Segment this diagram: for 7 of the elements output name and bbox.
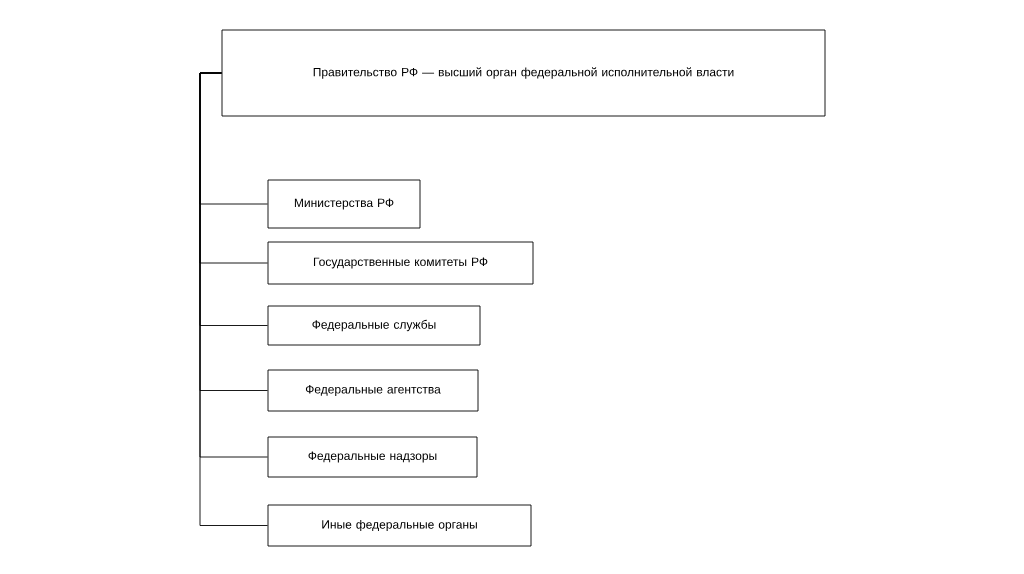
title-box: Правительство РФ — высший орган федеральной исполнительной власти <box>221 29 826 117</box>
category-box: Федеральные надзоры <box>267 436 478 478</box>
category-box: Федеральные службы <box>267 305 481 346</box>
category-box: Министерства РФ <box>267 179 421 229</box>
category-box: Федеральные агентства <box>267 369 479 412</box>
category-box: Государственные комитеты РФ <box>267 241 534 285</box>
category-box: Иные федеральные органы <box>267 504 532 547</box>
